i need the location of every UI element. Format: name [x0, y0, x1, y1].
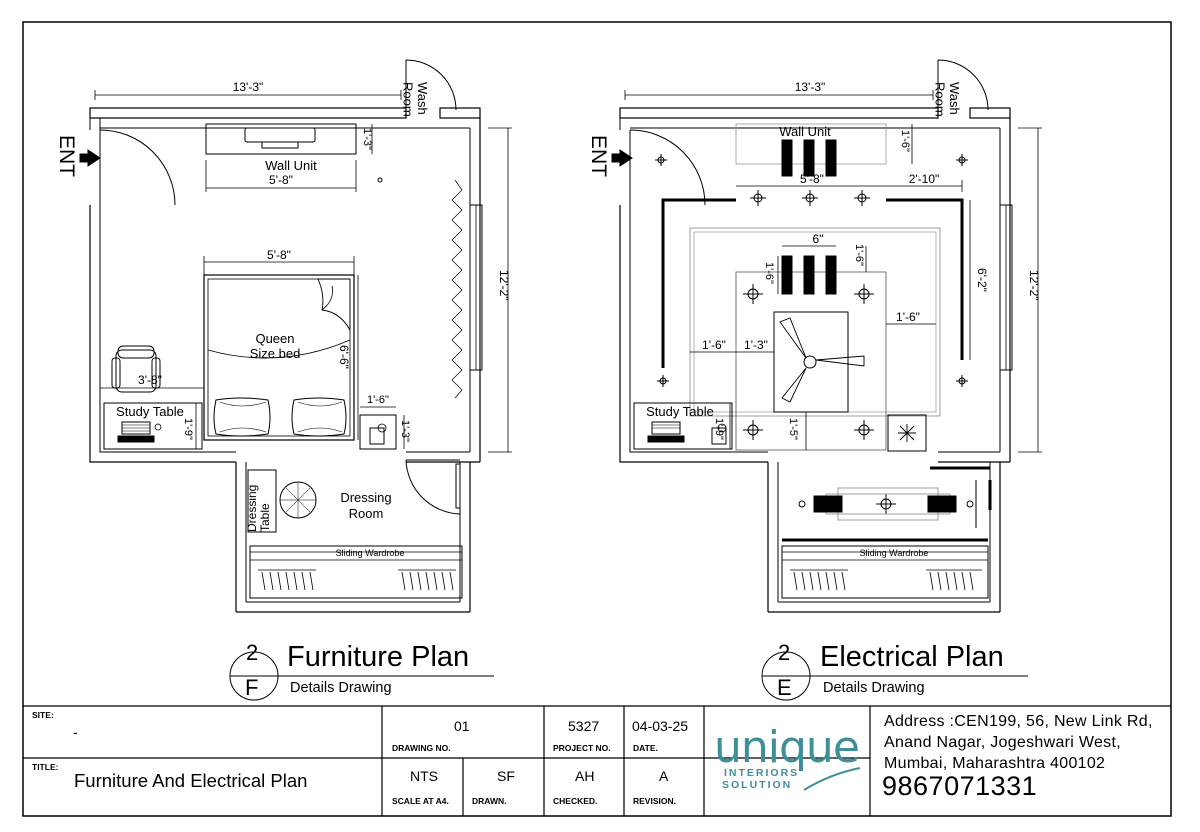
drawing-no: 01: [454, 718, 470, 734]
revision-label: REVISION.: [633, 796, 676, 806]
electrical-heading-num: 2: [778, 640, 791, 665]
drawn-label: DRAWN.: [472, 796, 507, 806]
electrical-wash-room-label: WashRoom: [933, 82, 962, 117]
electrical-heading-subtitle: Details Drawing: [823, 680, 925, 696]
dressing-room-label-2: Room: [349, 506, 384, 521]
furniture-dim-bed-w: 5'-8": [267, 248, 291, 262]
title-value: Furniture And Electrical Plan: [74, 770, 308, 791]
electrical-heading-letter: E: [777, 675, 792, 700]
date: 04-03-25: [632, 718, 689, 734]
drawn: SF: [497, 768, 515, 784]
phone-number: 9867071331: [882, 771, 1038, 801]
address-line-1: Address :CEN199, 56, New Link Rd,: [884, 713, 1153, 730]
drawing-no-label: DRAWING NO.: [392, 743, 451, 753]
electrical-plan: [611, 59, 1042, 613]
electrical-wall-unit-label: Wall Unit: [779, 124, 831, 139]
wall-unit: [205, 123, 357, 155]
company-logo: unique: [714, 722, 860, 773]
revision: A: [659, 768, 669, 784]
electrical-dim-study-h: 1'-9": [713, 418, 725, 440]
study-table: [103, 402, 203, 450]
downlights: [655, 154, 968, 514]
address-line-2: Anand Nagar, Jogeshwari West,: [884, 734, 1121, 751]
scale-label: SCALE AT A4.: [392, 796, 449, 806]
furniture-plan: [79, 59, 512, 613]
electrical-dim-panel-w: 6": [813, 232, 824, 246]
sliding-wardrobe: [249, 545, 463, 599]
electrical-dim-right-gap: 2'-10": [909, 172, 940, 186]
furniture-dim-bed-l: 6'-6": [337, 345, 351, 369]
dressing-room-label-1: Dressing: [340, 490, 391, 505]
electrical-dim-left-2: 1'-3": [744, 338, 768, 352]
furniture-wardrobe-label: Sliding Wardrobe: [336, 548, 405, 558]
electrical-dim-left-1: 1'-6": [702, 338, 726, 352]
logo-sub-2: SOLUTION: [722, 779, 793, 791]
queen-bed: [203, 274, 355, 441]
furniture-heading-letter: F: [245, 675, 259, 700]
scale: NTS: [410, 768, 438, 784]
electrical-dim-bottom: 1'-5": [787, 418, 799, 440]
electrical-dim-right: 12'-2": [1027, 270, 1041, 301]
logo-swoosh: [803, 767, 861, 791]
electrical-dim-panel-right: 1'-6": [896, 310, 920, 324]
furniture-heading-num: 2: [246, 640, 259, 665]
furniture-dim-wall-unit-w: 5'-8": [269, 173, 293, 187]
furniture-heading-title: Furniture Plan: [287, 641, 470, 673]
dressing-table: [247, 469, 277, 533]
bed-label-2: Size bed: [250, 346, 301, 361]
bed-label-1: Queen: [255, 331, 294, 346]
checked: AH: [575, 768, 595, 784]
checked-label: CHECKED.: [553, 796, 598, 806]
electrical-dim-panel-h-r: 1'-6": [853, 244, 865, 266]
project-no: 5327: [568, 718, 600, 734]
sheet-border: [22, 21, 1172, 817]
furniture-dim-study-h: 1'-9": [182, 418, 194, 440]
electrical-study-table-label: Study Table: [646, 404, 714, 419]
electrical-dim-wall-unit-w: 5'-8": [800, 172, 824, 186]
site-label: SITE:: [32, 710, 54, 720]
furniture-ent-label: ENT: [55, 135, 78, 177]
electrical-dim-inner-h: 6'-2": [975, 268, 989, 292]
date-label: DATE.: [633, 743, 658, 753]
furniture-dim-top: 13'-3": [233, 80, 264, 94]
logo-sub-1: INTERIORS: [724, 767, 800, 779]
furniture-dim-side-w: 1'-6": [367, 394, 389, 406]
furniture-heading-subtitle: Details Drawing: [290, 680, 392, 696]
site-value: -: [73, 724, 78, 740]
dressing-table-label: DressingTable: [245, 485, 272, 532]
electrical-ent-label: ENT: [587, 135, 610, 177]
title-block-grid: [23, 705, 1171, 816]
project-no-label: PROJECT NO.: [553, 743, 611, 753]
electrical-wardrobe-label: Sliding Wardrobe: [860, 548, 929, 558]
furniture-study-table-label: Study Table: [116, 404, 184, 419]
electrical-dim-panel-h-l: 1'-6": [763, 262, 775, 284]
address-line-3: Mumbai, Maharashtra 400102: [884, 755, 1106, 772]
electrical-dim-top: 13'-3": [795, 80, 826, 94]
title-label: TITLE:: [32, 762, 59, 772]
furniture-dim-right: 12'-2": [497, 270, 511, 301]
furniture-dim-side-h: 1'-3": [399, 420, 411, 442]
furniture-dim-wall-unit-h: 1'-3": [361, 128, 373, 150]
electrical-heading-title: Electrical Plan: [820, 641, 1004, 673]
furniture-wall-unit-label: Wall Unit: [265, 158, 317, 173]
top-wall: [89, 107, 407, 119]
electrical-dim-wall-unit-h: 1'-6": [899, 130, 911, 152]
furniture-wash-room-label: WashRoom: [401, 82, 430, 117]
furniture-dim-chair: 3'-8": [138, 373, 162, 387]
ceiling-fan: [773, 311, 849, 413]
